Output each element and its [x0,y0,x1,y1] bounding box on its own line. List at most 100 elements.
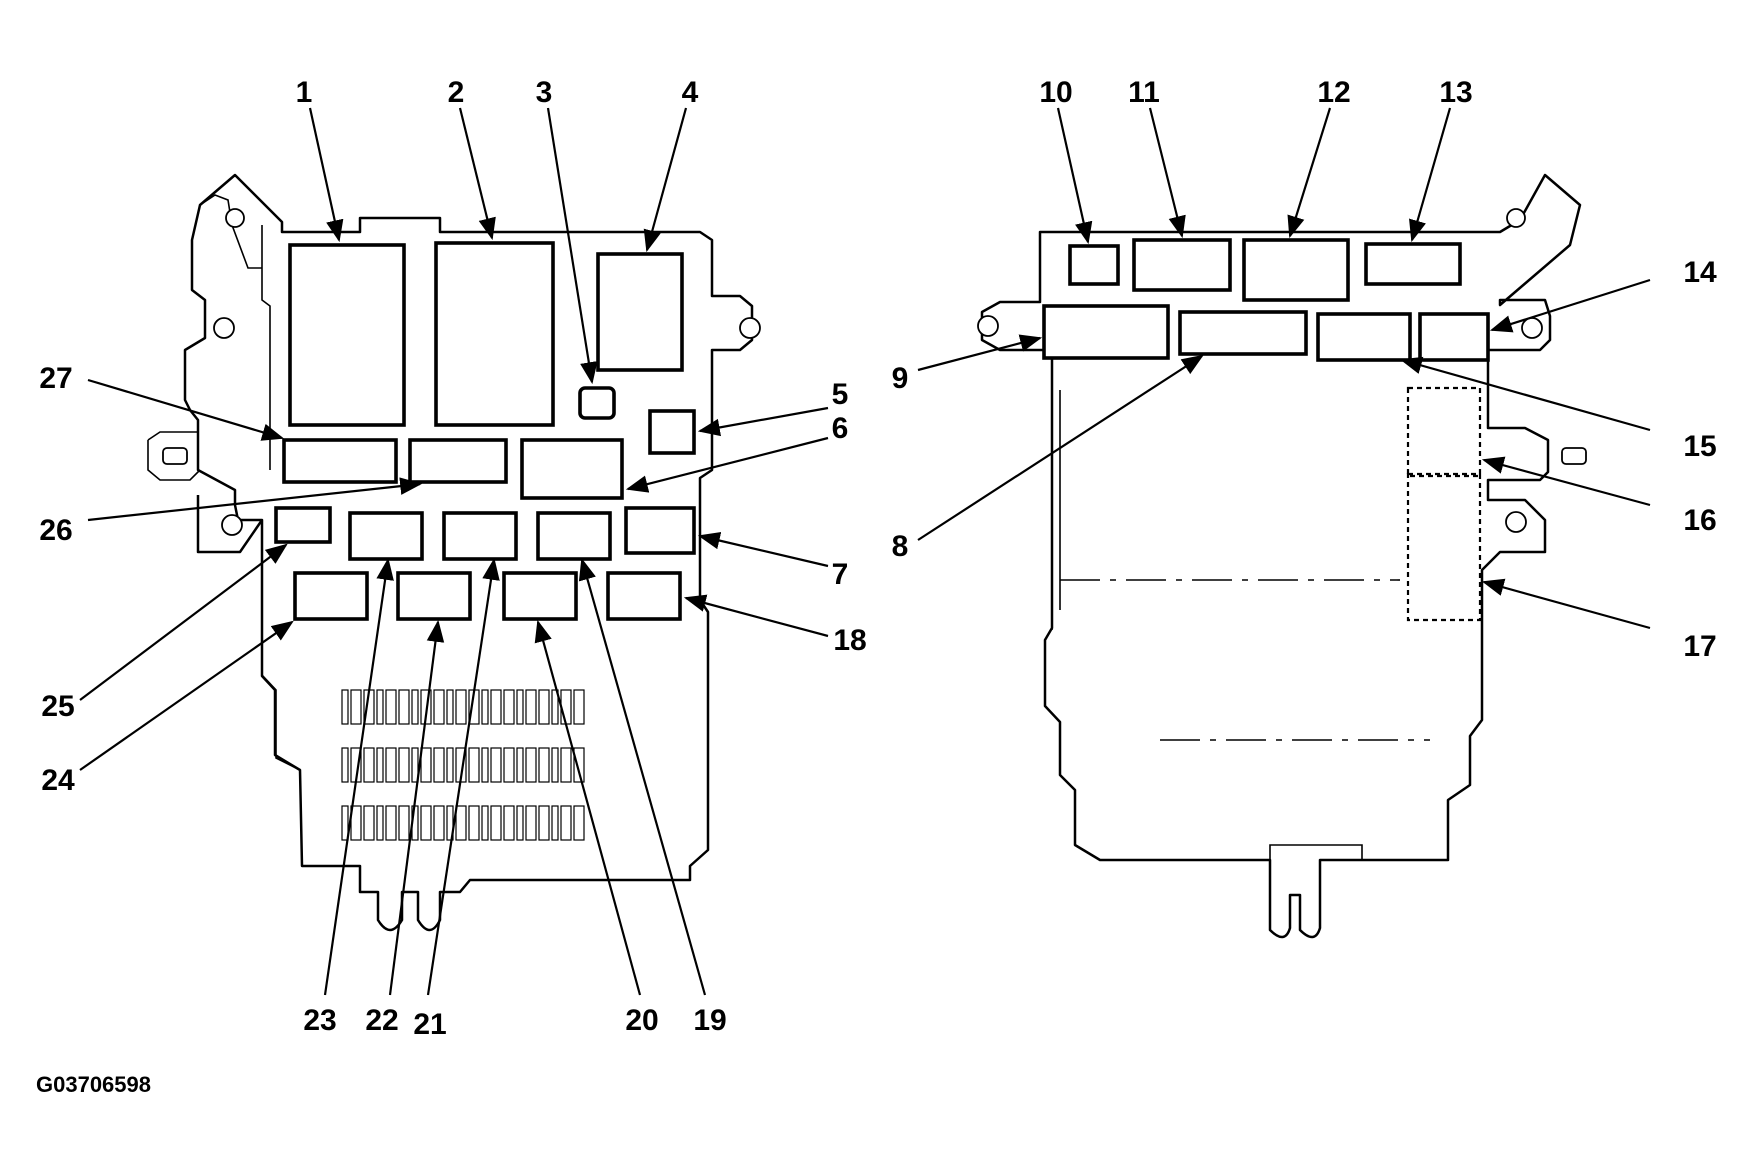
connector-3 [578,386,616,420]
figure-code: G03706598 [36,1072,151,1097]
front-left-mid-tab [147,431,201,481]
callout-24: 24 [41,764,75,797]
connector-25 [274,506,332,544]
callout-22: 22 [365,1004,398,1037]
callout-13: 13 [1439,76,1472,109]
fuse-slot [573,689,585,725]
fuse-slot [525,747,537,783]
front-left-lower-ear [196,495,264,554]
callout-7: 7 [832,558,849,591]
mounting-slot [1561,447,1587,465]
connector-16-hidden [1406,386,1482,478]
fuse-slot [538,689,550,725]
fuse-slot [573,805,585,841]
relay-4 [596,252,684,372]
front-housing-inner-edge [261,225,301,771]
front-view [147,173,761,932]
fuse-slot [376,805,384,841]
fuse-slot [376,689,384,725]
callout-4: 4 [682,76,699,109]
callout-17: 17 [1683,630,1716,663]
connector-6 [520,438,624,500]
fuse-slot [385,689,397,725]
fuse-slot [363,747,375,783]
mounting-slot [162,447,188,465]
callout-14: 14 [1683,256,1717,289]
fuse-slot [398,805,410,841]
fuse-slot [420,805,432,841]
fuse-slot [398,747,410,783]
fuse-slot [455,805,467,841]
fuse-slot [385,805,397,841]
callout-18: 18 [833,624,866,657]
connector-14 [1418,312,1490,362]
callout-19: 19 [693,1004,726,1037]
callout-labels: 1 2 3 4 5 6 7 18 19 20 21 22 23 24 25 26… [39,76,1717,1041]
callout-15: 15 [1683,430,1716,463]
relay-2 [434,241,555,427]
fuse-slot [551,689,559,725]
mounting-hole [739,317,761,339]
rear-view [977,173,1587,939]
rear-inner-edge [1051,360,1363,860]
callout-16: 16 [1683,504,1716,537]
fuse-slot [573,747,585,783]
fuse-slot [538,805,550,841]
connector-20 [502,571,578,621]
fuse-slot [350,689,362,725]
callout-10: 10 [1039,76,1072,109]
callout-11: 11 [1128,76,1160,109]
fuse-slot [560,747,572,783]
mounting-hole [1506,208,1526,228]
mounting-hole [1505,511,1527,533]
callout-25: 25 [41,690,74,723]
fuse-slot [341,805,349,841]
fuse-slot [525,805,537,841]
fuse-slot [433,689,445,725]
fuse-slot [398,689,410,725]
connector-22 [396,571,472,621]
fuse-slot [420,747,432,783]
callout-9: 9 [892,362,909,395]
connector-9 [1042,304,1170,360]
fuse-slot [468,805,480,841]
mounting-hole [225,208,245,228]
connector-26 [408,438,508,484]
connector-21 [442,511,518,561]
connector-10 [1068,244,1120,286]
connector-5 [648,409,696,455]
fuse-slot [455,689,467,725]
callout-27: 27 [39,362,72,395]
fuse-slot [516,747,524,783]
mounting-hole [221,514,243,536]
fuse-slot [481,747,489,783]
connector-12 [1242,238,1350,302]
fuse-slot [446,747,454,783]
callout-3: 3 [536,76,553,109]
callout-26: 26 [39,514,72,547]
fuse-slot [503,747,515,783]
connector-23 [348,511,424,561]
fuse-slot [411,747,419,783]
fuse-slot [516,805,524,841]
fuse-slot [560,805,572,841]
callout-23: 23 [303,1004,336,1037]
fuse-slot [481,805,489,841]
leader-lines [79,107,1651,996]
fuse-slot [363,805,375,841]
relay-1 [288,243,406,427]
fuse-slot [551,805,559,841]
callout-2: 2 [448,76,465,109]
fuse-slot [538,747,550,783]
fuse-slot [503,805,515,841]
fuse-slot [341,689,349,725]
mounting-hole [977,315,999,337]
fuse-slot [433,805,445,841]
rear-housing-outline [980,173,1582,939]
connector-8 [1178,310,1308,356]
fuse-slot [433,747,445,783]
callout-1: 1 [296,76,313,109]
connector-7 [624,506,696,555]
fuse-slot [490,747,502,783]
